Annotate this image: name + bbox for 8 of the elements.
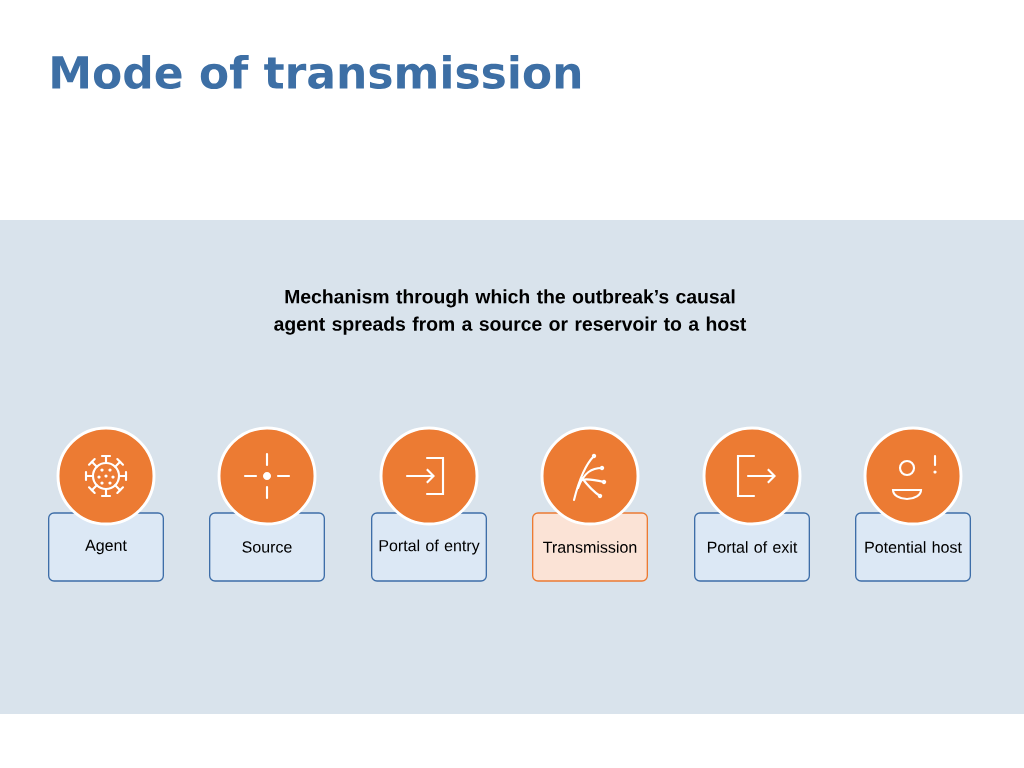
label-box: Agent bbox=[48, 512, 164, 582]
label-box: Potential host bbox=[855, 512, 971, 582]
label-box: Portal of entry bbox=[371, 512, 487, 582]
label-box: Transmission bbox=[532, 512, 648, 582]
title: Mode of transmission bbox=[52, 54, 581, 90]
subtitle: Mechanism through which the outbreak’s causal agent spreads from a source or reservoir to a host bbox=[274, 289, 747, 335]
label-box: Portal of exit bbox=[694, 512, 810, 582]
label-box: Source bbox=[209, 512, 325, 582]
